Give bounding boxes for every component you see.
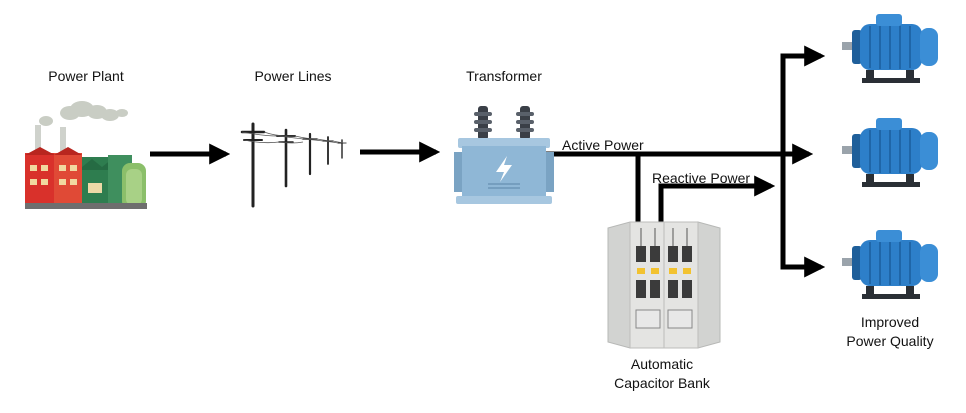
capacitor-cabinet-icon <box>606 218 722 352</box>
electric-motor-icon <box>840 116 944 192</box>
power-lines-label: Power Lines <box>254 68 332 84</box>
motors-label-line2: Power Quality <box>846 333 934 349</box>
factory-icon <box>22 95 152 213</box>
electric-motor-icon <box>840 12 944 88</box>
capacitor-bank-label-line2: Capacitor Bank <box>614 375 710 391</box>
transformer-icon <box>452 102 556 208</box>
transformer-label: Transformer <box>466 68 542 84</box>
active-power-label: Active Power <box>562 137 644 153</box>
utility-poles-icon <box>238 118 350 210</box>
arrow-motor-bottom <box>780 150 826 278</box>
arrow-reactive-power <box>658 175 776 226</box>
electric-motor-icon <box>840 228 944 304</box>
power-plant-label: Power Plant <box>48 68 124 84</box>
motors-label-line1: Improved <box>860 314 920 330</box>
arrow-motor-top <box>780 45 826 266</box>
capacitor-bank-label-line1: Automatic <box>630 356 694 372</box>
reactive-power-label: Reactive Power <box>652 170 751 186</box>
